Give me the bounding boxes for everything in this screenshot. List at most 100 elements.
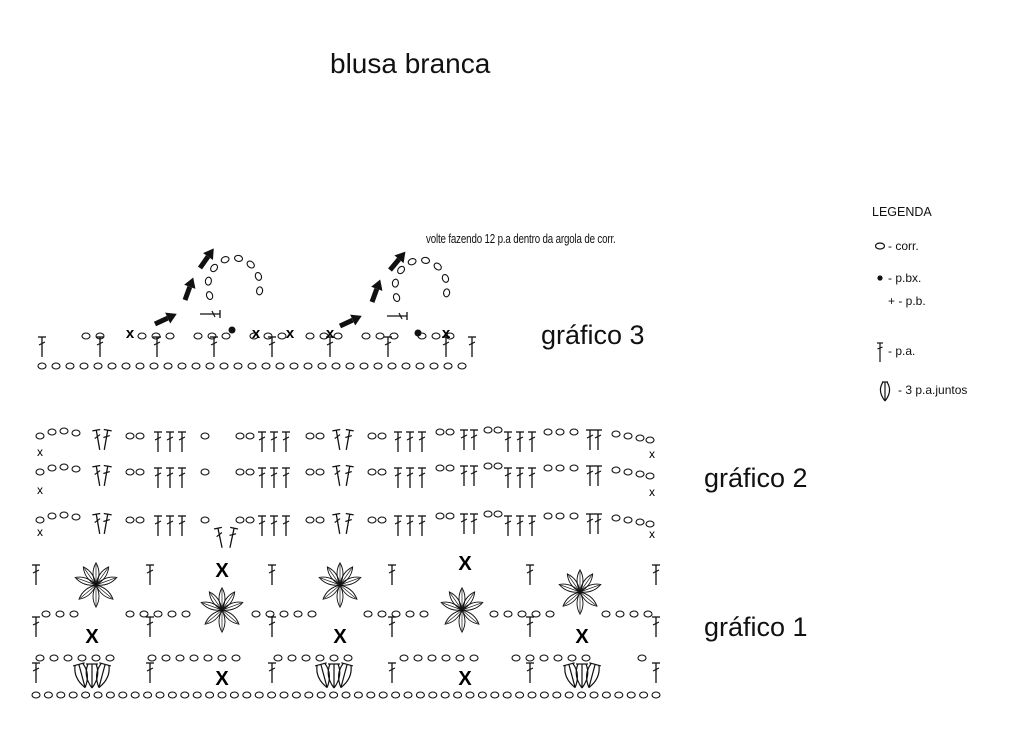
- double-crochet-icon: [872, 341, 888, 363]
- chain-stitch: [35, 432, 45, 440]
- chain-stitch: [483, 462, 493, 470]
- chain-stitch: [161, 654, 171, 662]
- x-stitch-mark: x: [442, 325, 451, 342]
- chain-stitch: [601, 610, 611, 618]
- chain-stitch: [68, 691, 78, 699]
- chain-stitch: [531, 610, 541, 618]
- chain-stitch: [301, 654, 311, 662]
- chain-stitch: [205, 691, 215, 699]
- chain-stitch: [105, 691, 115, 699]
- chain-stitch: [415, 362, 425, 370]
- chain-stitch: [377, 432, 387, 440]
- chain-stitch: [167, 691, 177, 699]
- chain-stitch: [217, 691, 227, 699]
- chain-stitch: [51, 362, 61, 370]
- chain-stitch: [37, 362, 47, 370]
- double-crochet-stitch: [593, 513, 603, 535]
- chain-stitch: [273, 654, 283, 662]
- double-crochet-stitch: [341, 428, 355, 452]
- chain-stitch: [305, 432, 315, 440]
- chain-stitch: [539, 654, 549, 662]
- chain-stitch: [629, 610, 639, 618]
- chart-label-grafico-2: gráfico 2: [704, 463, 808, 493]
- chain-stitch: [287, 654, 297, 662]
- double-crochet-stitch: [593, 465, 603, 487]
- chain-stitch: [147, 654, 157, 662]
- legend-item-pbx: - p.bx.: [872, 271, 921, 285]
- flower-motif: [558, 570, 602, 614]
- double-crochet-stitch: [257, 431, 267, 453]
- chain-stitch: [555, 428, 565, 436]
- chain-stitch: [489, 610, 499, 618]
- direction-arrow-icon: [195, 245, 219, 272]
- chain-stitch: [503, 610, 513, 618]
- chain-stitch: [221, 332, 231, 340]
- chain-stitch: [207, 332, 217, 340]
- chain-stitch: [200, 468, 210, 476]
- chain-stitch: [55, 610, 65, 618]
- chain-stitch: [180, 691, 190, 699]
- double-crochet-stitch: [269, 515, 279, 537]
- chain-stitch: [391, 691, 401, 699]
- x-stitch-mark: x: [126, 325, 135, 342]
- chain-stitch: [254, 691, 264, 699]
- chain-stitch: [490, 691, 500, 699]
- double-crochet-stitch: [417, 515, 427, 537]
- chain-stitch: [345, 362, 355, 370]
- chain-stitch: [493, 426, 503, 434]
- chain-stitch: [440, 691, 450, 699]
- chain-stitch: [125, 610, 135, 618]
- x-stitch-mark: x: [37, 483, 43, 497]
- double-crochet-stitch: [515, 467, 525, 489]
- chain-icon: [872, 239, 888, 253]
- chain-stitch: [233, 254, 244, 263]
- chain-stitch: [305, 332, 315, 340]
- double-crochet-stitch: [393, 431, 403, 453]
- x-stitch-mark: x: [252, 325, 261, 342]
- x-stitch-mark: X: [215, 668, 229, 690]
- double-crochet-stitch: [267, 564, 277, 586]
- chain-stitch: [367, 468, 377, 476]
- chain-stitch: [389, 332, 399, 340]
- chain-stitch: [189, 654, 199, 662]
- x-stitch-mark: X: [333, 626, 347, 648]
- double-crochet-stitch: [525, 564, 535, 586]
- chain-stitch: [525, 654, 535, 662]
- double-crochet-stitch: [177, 467, 187, 489]
- double-crochet-stitch: [527, 515, 537, 537]
- chain-stitch: [317, 362, 327, 370]
- chain-stitch: [483, 510, 493, 518]
- chain-stitch: [552, 691, 562, 699]
- chain-stitch: [229, 691, 239, 699]
- chain-stitch: [149, 362, 159, 370]
- chain-stitch: [405, 610, 415, 618]
- chain-stitch: [63, 654, 73, 662]
- chain-stitch: [403, 691, 413, 699]
- cluster-stitch: [334, 662, 354, 690]
- cluster-stitch: [582, 662, 602, 690]
- chain-stitch: [204, 290, 215, 301]
- chain-stitch: [477, 691, 487, 699]
- chain-stitch: [105, 654, 115, 662]
- double-crochet-stitch: [405, 431, 415, 453]
- double-crochet-stitch: [177, 515, 187, 537]
- double-crochet-stitch: [153, 515, 163, 537]
- chain-stitch: [635, 518, 645, 526]
- chain-stitch: [265, 610, 275, 618]
- instruction-note: volte fazendo 12 p.a dentro da argola de…: [426, 232, 616, 246]
- x-stitch-mark: X: [458, 553, 472, 575]
- cluster-stitch: [92, 662, 112, 690]
- chain-stitch: [515, 691, 525, 699]
- chain-stitch: [261, 362, 271, 370]
- chain-stitch: [153, 610, 163, 618]
- double-crochet-stitch: [165, 515, 175, 537]
- chain-stitch: [204, 276, 213, 287]
- chain-stitch: [564, 691, 574, 699]
- chain-stitch: [245, 516, 255, 524]
- double-crochet-stitch: [177, 431, 187, 453]
- chain-stitch: [181, 610, 191, 618]
- chain-stitch: [235, 468, 245, 476]
- double-crochet-stitch: [387, 616, 397, 638]
- chain-stitch: [361, 332, 371, 340]
- chain-stitch: [35, 468, 45, 476]
